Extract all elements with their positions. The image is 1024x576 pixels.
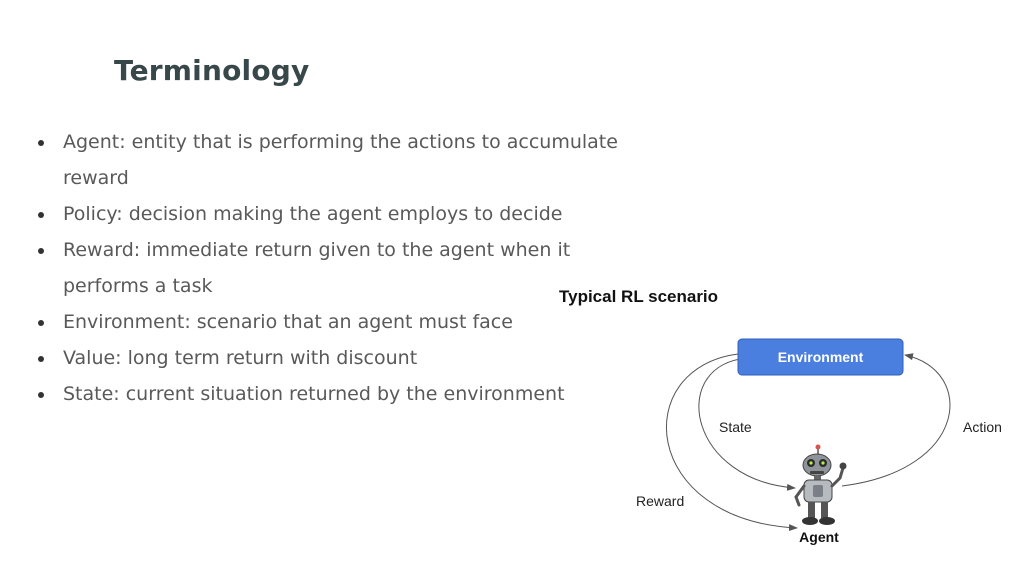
reward-label: Reward [636,493,684,509]
environment-box: Environment [737,338,904,376]
bullet-text: State: current situation returned by the… [63,383,565,405]
state-label: State [719,419,752,435]
bullet-dot-icon [38,392,44,398]
slide-title: Terminology [114,54,310,87]
state-arrow [698,358,796,491]
bullet-item: State: current situation returned by the… [36,376,646,412]
bullet-dot-icon [38,140,44,146]
bullet-dot-icon [38,356,44,362]
bullet-dot-icon [38,320,44,326]
bullet-item: Value: long term return with discount [36,340,646,376]
bullet-item: Agent: entity that is performing the act… [36,124,646,196]
action-arrow [841,353,951,487]
bullet-item: Environment: scenario that an agent must… [36,304,646,340]
robot-icon [794,444,847,525]
bullet-text: Agent: entity that is performing the act… [63,131,618,153]
bullet-text: Reward: immediate return given to the ag… [63,239,571,261]
bullet-item: Reward: immediate return given to the ag… [36,232,646,304]
figure-title: Typical RL scenario [559,287,719,306]
bullet-text-continued: reward [63,167,129,189]
reward-arrow [665,353,798,532]
bullet-text: Value: long term return with discount [63,347,418,369]
bullet-list: Agent: entity that is performing the act… [36,124,646,412]
agent-label: Agent [799,529,839,545]
bullet-dot-icon [38,212,44,218]
bullet-text: Environment: scenario that an agent must… [63,311,513,333]
bullet-text-continued: performs a task [63,275,213,297]
bullet-dot-icon [38,248,44,254]
action-label: Action [963,419,1002,435]
bullet-text: Policy: decision making the agent employ… [63,203,563,225]
environment-label: Environment [778,349,864,365]
bullet-item: Policy: decision making the agent employ… [36,196,646,232]
